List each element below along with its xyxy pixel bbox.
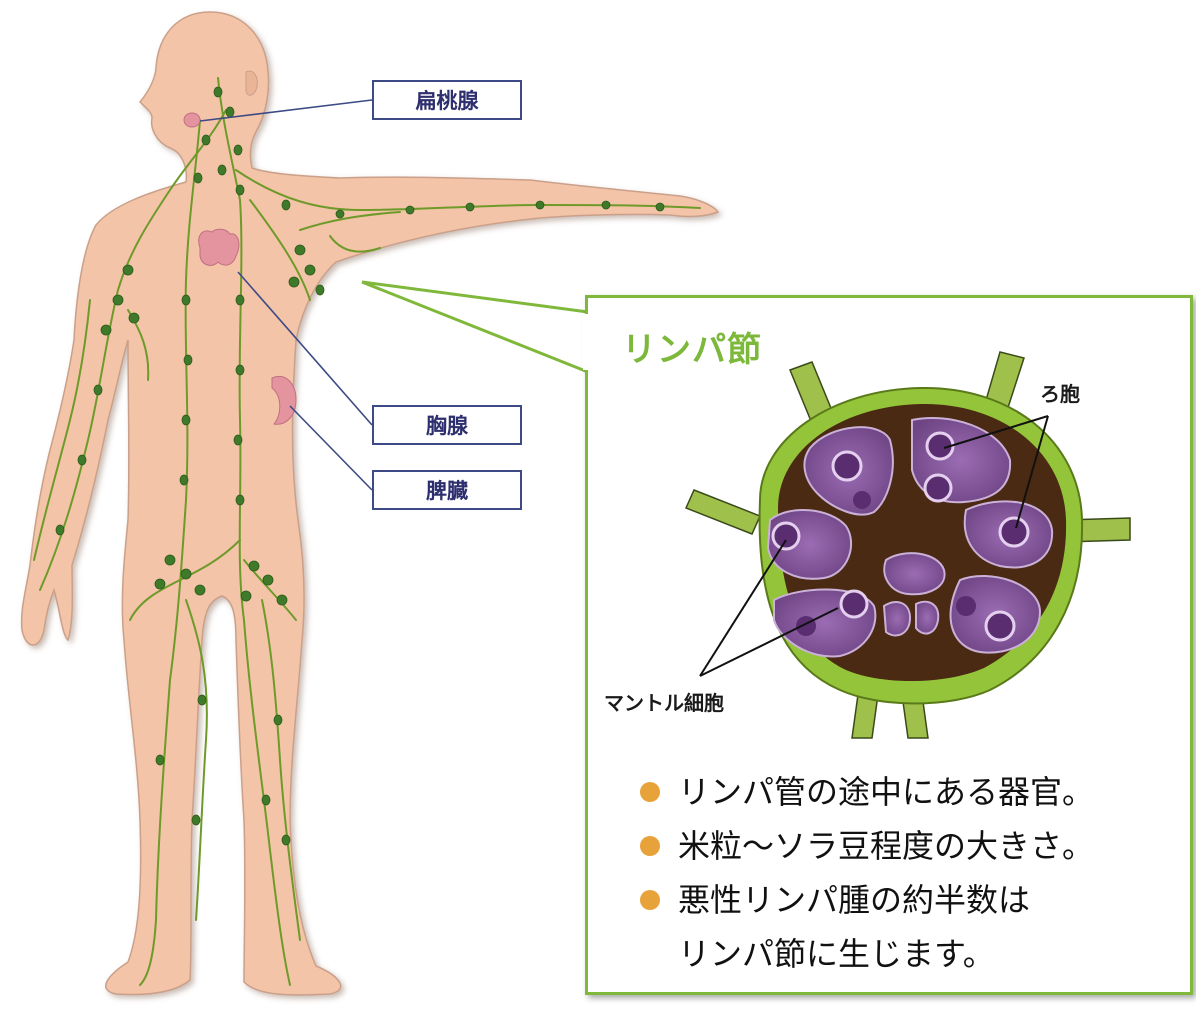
fact-item: 悪性リンパ腫の約半数は [638, 873, 1094, 927]
tonsil-label: 扁桃腺 [372, 80, 522, 120]
bullet-dot [640, 890, 660, 910]
fact-item-continuation: リンパ節に生じます。 [638, 927, 1094, 981]
lymphocyte-label: ろ胞 [1040, 378, 1080, 407]
thymus-label: 胸腺 [372, 405, 522, 445]
fact-text: 悪性リンパ腫の約半数は [678, 881, 1030, 919]
bullet-dot [640, 836, 660, 856]
callout-pointer [362, 282, 588, 372]
fact-text: リンパ節に生じます。 [678, 935, 995, 973]
fact-item: リンパ管の途中にある器官。 [638, 765, 1094, 819]
lymph-node-cross-section [680, 340, 1180, 740]
tonsil-label-text: 扁桃腺 [416, 85, 479, 115]
spleen-label-text: 脾臓 [426, 475, 468, 505]
callout-seam [583, 312, 589, 372]
thymus-organ [199, 229, 239, 265]
facts-list: リンパ管の途中にある器官。 米粒～ソラ豆程度の大きさ。 悪性リンパ腫の約半数は … [638, 765, 1094, 981]
fact-text: リンパ管の途中にある器官。 [678, 773, 1094, 811]
bullet-dot [640, 782, 660, 802]
fact-text: 米粒～ソラ豆程度の大きさ。 [678, 827, 1094, 865]
fact-item: 米粒～ソラ豆程度の大きさ。 [638, 819, 1094, 873]
mantle-cell-label: マントル細胞 [604, 687, 724, 716]
tonsil-organ [184, 113, 200, 127]
spleen-label: 脾臓 [372, 470, 522, 510]
ear [246, 71, 257, 95]
thymus-label-text: 胸腺 [426, 410, 468, 440]
